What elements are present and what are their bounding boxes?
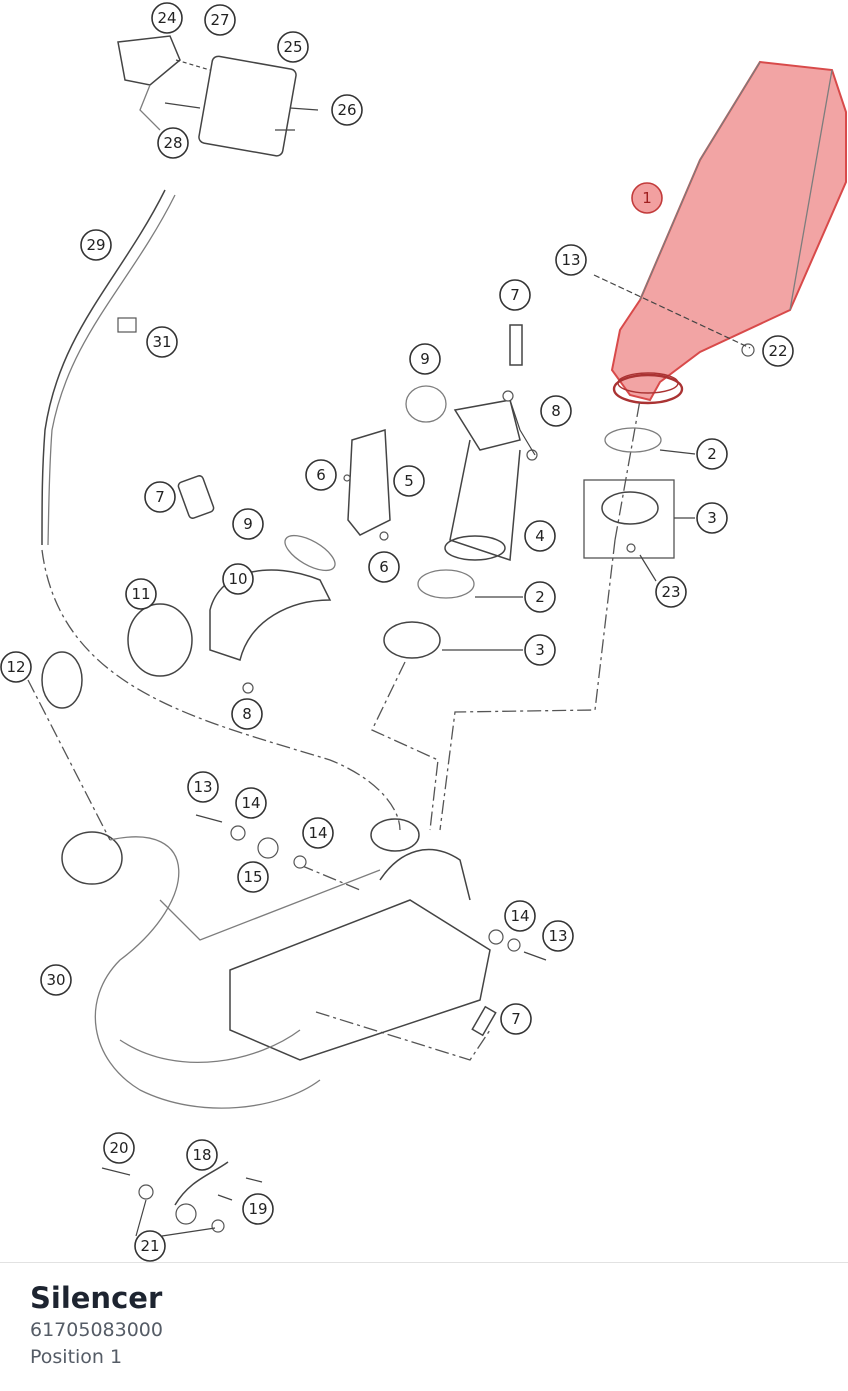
callout-14[interactable]: 14 [302, 817, 334, 849]
svg-text:20: 20 [109, 1139, 128, 1157]
middle-components [41, 274, 755, 709]
svg-text:7: 7 [511, 1010, 521, 1028]
callout-8[interactable]: 8 [540, 395, 572, 427]
callout-leader-lines [135, 399, 696, 1237]
svg-text:1: 1 [642, 189, 652, 207]
callout-11[interactable]: 11 [125, 578, 157, 610]
callout-7[interactable]: 7 [499, 279, 531, 311]
svg-text:3: 3 [707, 509, 717, 527]
svg-text:15: 15 [243, 868, 262, 886]
small-hardware [101, 814, 547, 1233]
svg-text:21: 21 [140, 1237, 159, 1255]
callout-7[interactable]: 7 [500, 1003, 532, 1035]
callout-19[interactable]: 19 [242, 1193, 274, 1225]
callout-29[interactable]: 29 [80, 229, 112, 261]
callout-2[interactable]: 2 [524, 581, 556, 613]
sensor-cable [41, 189, 176, 546]
callout-6[interactable]: 6 [305, 459, 337, 491]
callout-6[interactable]: 6 [368, 551, 400, 583]
callout-4[interactable]: 4 [524, 520, 556, 552]
callout-10[interactable]: 10 [222, 563, 254, 595]
svg-text:10: 10 [228, 570, 247, 588]
svg-text:9: 9 [420, 350, 430, 368]
callout-1[interactable]: 1 [631, 182, 663, 214]
svg-text:3: 3 [535, 641, 545, 659]
svg-text:22: 22 [768, 342, 787, 360]
assembly-dashed-lines [27, 399, 641, 1061]
svg-text:14: 14 [308, 824, 327, 842]
svg-text:13: 13 [561, 251, 580, 269]
svg-text:30: 30 [46, 971, 65, 989]
callout-9[interactable]: 9 [409, 343, 441, 375]
callout-25[interactable]: 25 [277, 31, 309, 63]
svg-text:26: 26 [337, 101, 356, 119]
callout-26[interactable]: 26 [331, 94, 363, 126]
part-name: Silencer [30, 1281, 163, 1315]
svg-text:19: 19 [248, 1200, 267, 1218]
part-info-panel: Silencer 61705083000 Position 1 [0, 1262, 848, 1391]
exhaust-main-assembly [61, 818, 497, 1109]
callout-31[interactable]: 31 [146, 326, 178, 358]
exploded-parts-diagram: 1 2 2 3 3 4 5 6 6 7 7 7 8 8 9 9 10 11 12… [0, 2, 847, 1262]
silencer-part-highlight[interactable] [610, 60, 847, 405]
svg-text:28: 28 [163, 134, 182, 152]
svg-text:14: 14 [510, 907, 529, 925]
callout-13[interactable]: 13 [542, 920, 574, 952]
callout-28[interactable]: 28 [157, 127, 189, 159]
callout-5[interactable]: 5 [393, 465, 425, 497]
callout-8[interactable]: 8 [231, 698, 263, 730]
svg-text:18: 18 [192, 1146, 211, 1164]
svg-text:8: 8 [551, 402, 561, 420]
part-position: Position 1 [30, 1346, 123, 1368]
callout-21[interactable]: 21 [134, 1230, 166, 1262]
svg-text:13: 13 [193, 778, 212, 796]
svg-text:2: 2 [707, 445, 717, 463]
callout-22[interactable]: 22 [762, 335, 794, 367]
callout-14[interactable]: 14 [504, 900, 536, 932]
callout-13[interactable]: 13 [187, 771, 219, 803]
callout-13[interactable]: 13 [555, 244, 587, 276]
svg-text:23: 23 [661, 583, 680, 601]
svg-text:4: 4 [535, 527, 545, 545]
svg-text:12: 12 [6, 658, 25, 676]
callout-7[interactable]: 7 [144, 481, 176, 513]
part-number: 61705083000 [30, 1319, 163, 1341]
svg-text:31: 31 [152, 333, 171, 351]
svg-text:25: 25 [283, 38, 302, 56]
callout-3[interactable]: 3 [524, 634, 556, 666]
part-callouts: 1 2 2 3 3 4 5 6 6 7 7 7 8 8 9 9 10 11 12… [0, 2, 794, 1262]
callout-15[interactable]: 15 [237, 861, 269, 893]
svg-text:5: 5 [404, 472, 414, 490]
callout-30[interactable]: 30 [40, 964, 72, 996]
callout-24[interactable]: 24 [151, 2, 183, 34]
callout-20[interactable]: 20 [103, 1132, 135, 1164]
svg-text:24: 24 [157, 9, 176, 27]
svg-text:7: 7 [155, 488, 165, 506]
callout-3[interactable]: 3 [696, 502, 728, 534]
svg-text:2: 2 [535, 588, 545, 606]
callout-14[interactable]: 14 [235, 787, 267, 819]
svg-text:29: 29 [86, 236, 105, 254]
svg-text:6: 6 [379, 558, 389, 576]
callout-18[interactable]: 18 [186, 1139, 218, 1171]
svg-text:14: 14 [241, 794, 260, 812]
svg-text:11: 11 [131, 585, 150, 603]
callout-2[interactable]: 2 [696, 438, 728, 470]
callout-12[interactable]: 12 [0, 651, 32, 683]
callout-9[interactable]: 9 [232, 508, 264, 540]
callout-23[interactable]: 23 [655, 576, 687, 608]
actuator-assembly [117, 35, 319, 157]
svg-text:9: 9 [243, 515, 253, 533]
svg-text:8: 8 [242, 705, 252, 723]
svg-text:7: 7 [510, 286, 520, 304]
svg-text:6: 6 [316, 466, 326, 484]
svg-text:13: 13 [548, 927, 567, 945]
svg-text:27: 27 [210, 11, 229, 29]
callout-27[interactable]: 27 [204, 4, 236, 36]
